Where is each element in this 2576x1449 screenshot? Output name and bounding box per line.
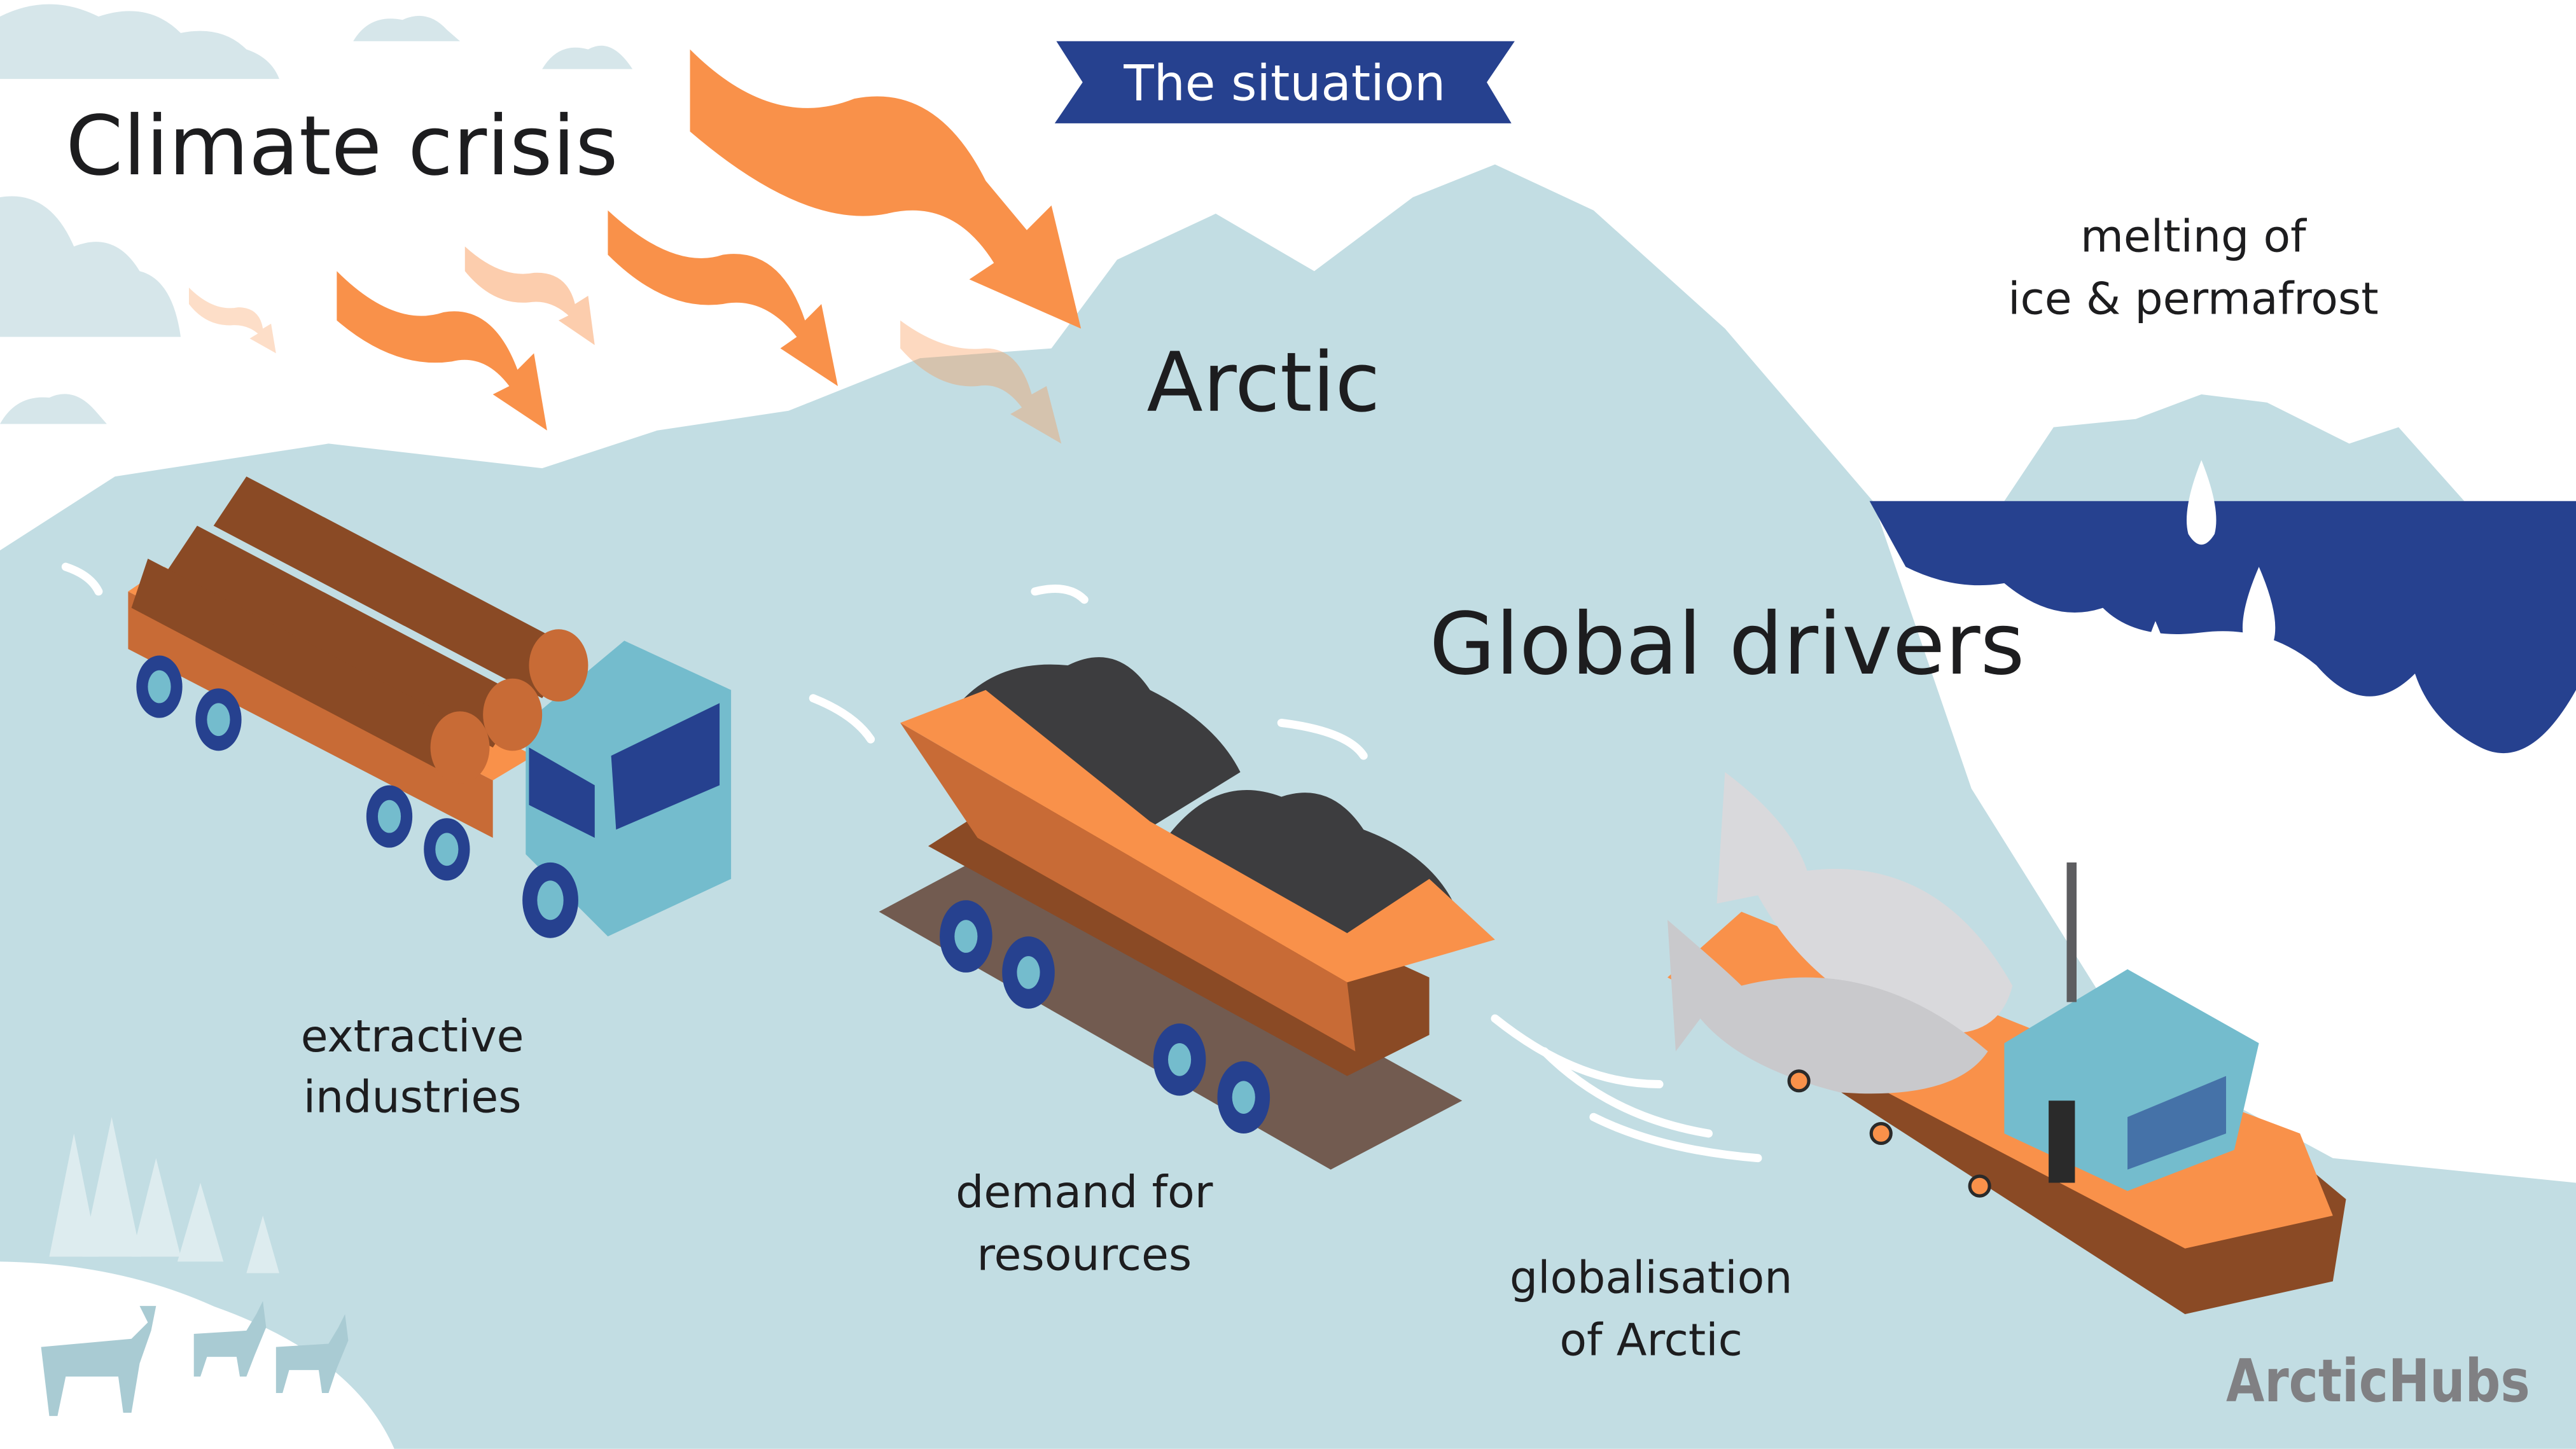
arctic-heading: Arctic: [1146, 335, 1380, 431]
arctichubs-logo: ArcticHubs: [2226, 1347, 2530, 1415]
global-drivers-heading: Global drivers: [1430, 594, 2025, 694]
coal-wagon-illustration: [879, 657, 1495, 1170]
reindeer-icons: [41, 1301, 349, 1417]
globalisation-label-line1: globalisation: [1510, 1252, 1793, 1303]
heat-wave-arrows: [188, 49, 1082, 444]
extractive-label-line2: industries: [303, 1071, 522, 1123]
logging-truck-illustration: [128, 476, 732, 938]
situation-banner: The situation: [1054, 41, 1515, 123]
globalisation-label-line2: of Arctic: [1559, 1315, 1743, 1366]
demand-label-line2: resources: [977, 1229, 1192, 1280]
climate-crisis-heading: Climate crisis: [66, 99, 618, 194]
melting-label-line1: melting of: [2080, 211, 2307, 262]
tree-icons: [49, 1117, 279, 1273]
water-drop-icons: [2134, 460, 2311, 892]
demand-label-line1: demand for: [956, 1167, 1213, 1218]
melting-label-line2: ice & permafrost: [2008, 273, 2379, 324]
extractive-label-line1: extractive: [301, 1011, 524, 1062]
fishing-boat-illustration: [1667, 772, 2346, 1315]
clouds: [0, 4, 633, 424]
motion-lines: [61, 562, 1762, 1163]
melting-sea: [1869, 501, 2576, 754]
banner-label: The situation: [1123, 55, 1445, 113]
iceberg: [2004, 394, 2465, 501]
